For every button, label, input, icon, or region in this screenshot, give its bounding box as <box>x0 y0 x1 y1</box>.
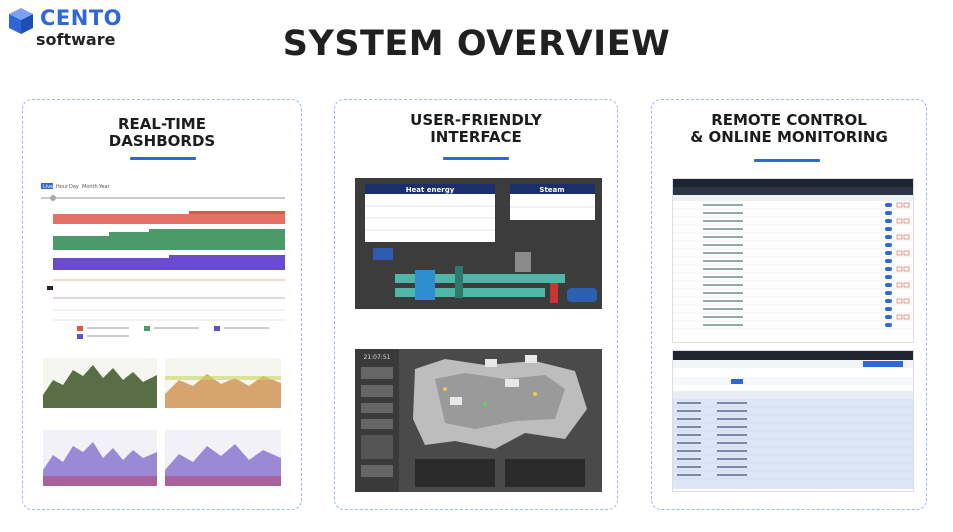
mini-chart-bottom-left <box>43 430 157 486</box>
log-rows <box>673 399 913 489</box>
mini-chart-bottom-right <box>165 430 281 486</box>
card-title-line: REMOTE CONTROL <box>711 111 867 129</box>
dashboard-screenshot: Live Hour Day Month Year <box>39 180 287 498</box>
card-title-line: REAL-TIME <box>118 115 206 133</box>
card-title-line: USER-FRIENDLY <box>410 111 542 129</box>
card-user-friendly-interface: USER-FRIENDLY INTERFACE Heat energy Stea… <box>334 99 618 510</box>
hmi-clock: 21:07:51 <box>364 354 391 361</box>
tab-hour: Hour <box>56 184 69 190</box>
event-log-table-screenshot <box>672 350 914 492</box>
title-underline <box>754 159 820 162</box>
logo-text-cento: CENTO <box>40 6 123 30</box>
green-series-bars <box>53 229 285 250</box>
page-title: SYSTEM OVERVIEW <box>282 24 671 64</box>
tab-day: Day <box>69 184 79 190</box>
logo-text-software: software <box>36 30 116 49</box>
card-title: REAL-TIME DASHBORDS <box>23 116 301 150</box>
card-title-line: DASHBORDS <box>108 132 216 150</box>
card-title: REMOTE CONTROL & ONLINE MONITORING <box>652 112 926 146</box>
card-title-line: & ONLINE MONITORING <box>690 128 888 146</box>
tab-live: Live <box>43 184 53 190</box>
red-series-bars <box>53 211 285 224</box>
heat-energy-hmi-screenshot: Heat energy Steam <box>355 178 602 309</box>
mini-chart-top-right <box>165 358 281 408</box>
title-underline <box>130 157 196 160</box>
card-title: USER-FRIENDLY INTERFACE <box>335 112 617 146</box>
heat-energy-title: Heat energy <box>406 186 455 194</box>
tab-month: Month <box>82 184 98 190</box>
tab-year: Year <box>98 184 111 190</box>
device-control-table-screenshot <box>672 178 914 343</box>
card-realtime-dashboards: REAL-TIME DASHBORDS Live Hour Day Month … <box>22 99 302 510</box>
card-remote-control-monitoring: REMOTE CONTROL & ONLINE MONITORING <box>651 99 927 510</box>
cento-logo: CENTO software <box>6 4 146 50</box>
cento-cube-icon <box>9 8 33 34</box>
card-title-line: INTERFACE <box>430 128 522 146</box>
building-map-hmi-screenshot: 21:07:51 <box>355 349 602 492</box>
purple-series-bars <box>53 255 285 270</box>
title-underline <box>443 157 509 160</box>
steam-title: Steam <box>539 186 564 194</box>
mini-chart-top-left <box>43 358 157 408</box>
